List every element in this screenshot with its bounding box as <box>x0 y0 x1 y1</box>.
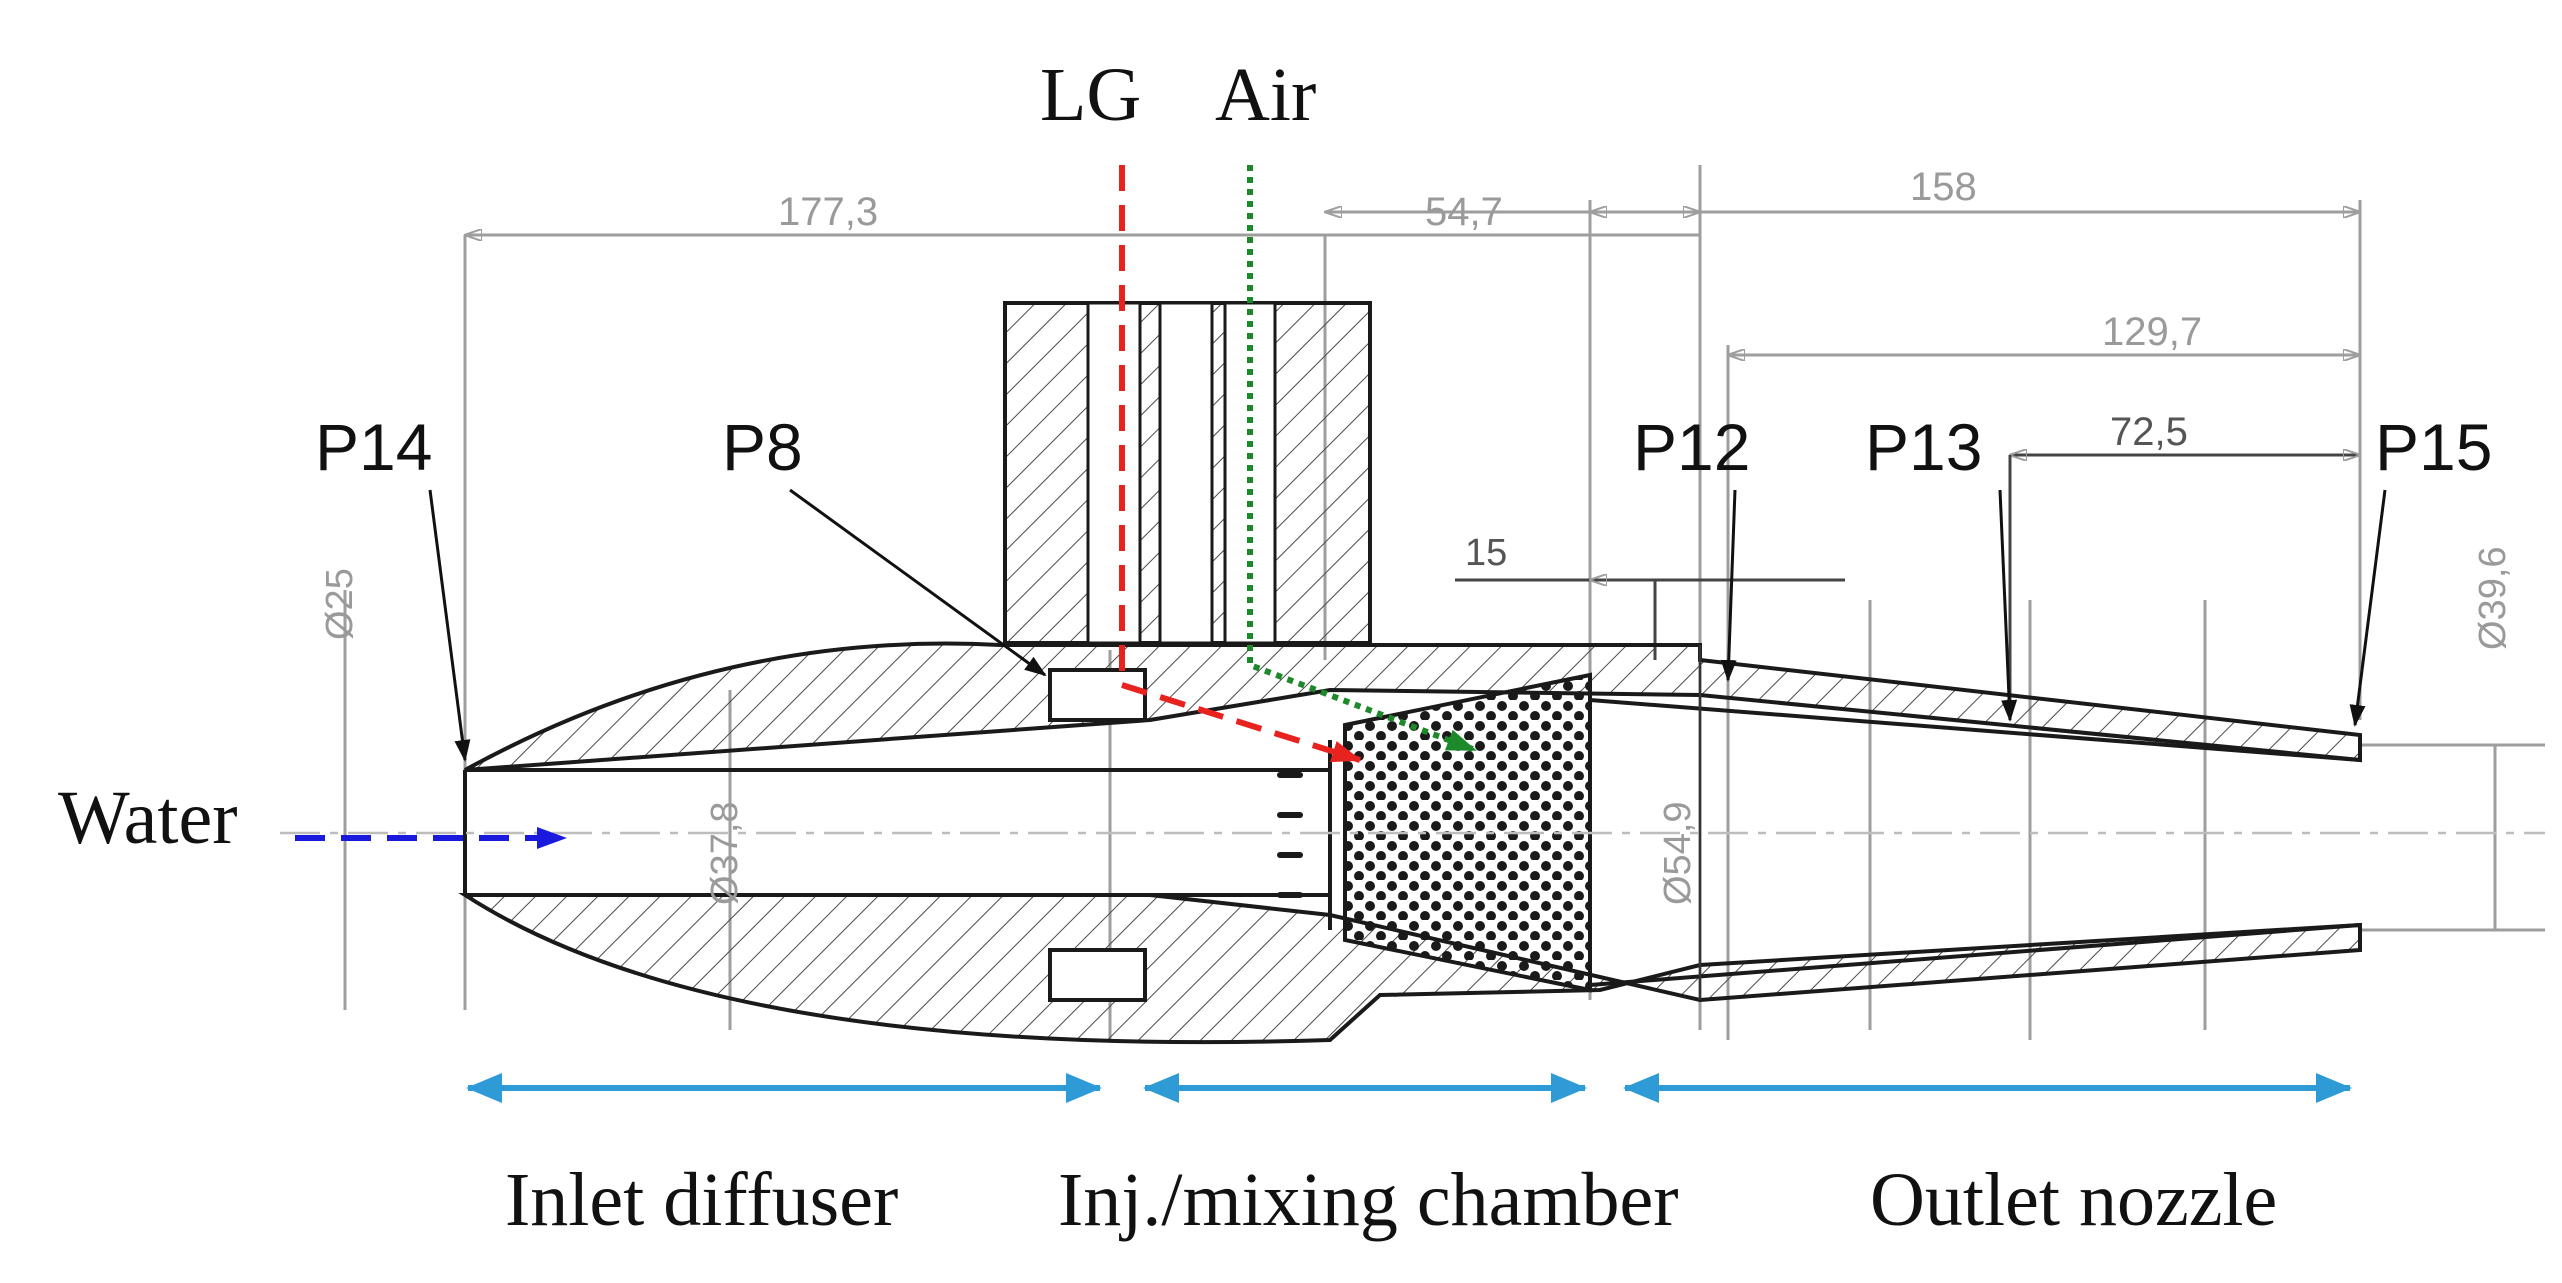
ejector-body <box>280 641 2545 1045</box>
dimension-labels: 177,3 54,7 158 129,7 72,5 15 Ø25 Ø37,8 Ø… <box>319 165 2514 905</box>
inlet-diffuser-label: Inlet diffuser <box>505 1158 898 1242</box>
probe-p14-label: P14 <box>315 410 432 484</box>
dia-39-label: Ø39,6 <box>2472 546 2514 650</box>
dia-25-label: Ø25 <box>319 568 361 640</box>
input-labels: LG Air Water <box>58 53 1316 860</box>
lg-label: LG <box>1040 53 1141 137</box>
section-labels: Inlet diffuser Inj./mixing chamber Outle… <box>505 1158 2277 1242</box>
dia-37-label: Ø37,8 <box>704 801 746 905</box>
dim-15-label: 15 <box>1465 532 1507 574</box>
probe-leaders <box>428 488 2387 762</box>
probe-labels: P14 P8 P12 P13 P15 <box>315 410 2492 484</box>
mixing-chamber-label: Inj./mixing chamber <box>1058 1158 1679 1242</box>
probe-p13-label: P13 <box>1865 410 1982 484</box>
dim-158-label: 158 <box>1910 165 1977 209</box>
dim-129-label: 129,7 <box>2102 310 2202 354</box>
injector-block <box>1003 301 1372 645</box>
probe-p12-label: P12 <box>1633 410 1750 484</box>
dim-72-label: 72,5 <box>2110 410 2188 454</box>
air-label: Air <box>1215 53 1316 137</box>
dia-54-label: Ø54,9 <box>1657 801 1699 905</box>
air-flow-path <box>1247 165 1477 753</box>
probe-p8-label: P8 <box>722 410 803 484</box>
probe-p15-label: P15 <box>2375 410 2492 484</box>
dim-54-label: 54,7 <box>1425 190 1503 234</box>
dim-177-label: 177,3 <box>778 190 878 234</box>
water-label: Water <box>58 776 238 860</box>
outlet-nozzle-label: Outlet nozzle <box>1870 1158 2277 1242</box>
lg-flow-path <box>1119 165 1362 763</box>
